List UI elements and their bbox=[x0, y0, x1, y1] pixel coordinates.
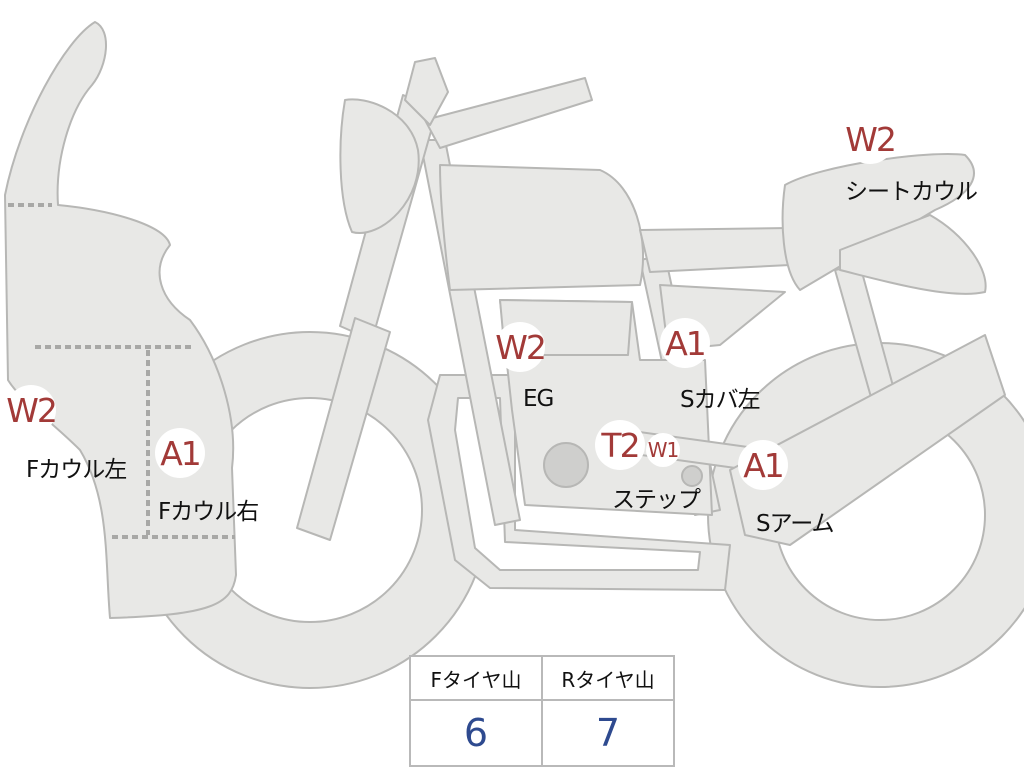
front-cowl-left-label: Fカウル左 bbox=[26, 457, 127, 483]
fuel-tank bbox=[439, 164, 644, 291]
tire-table-header-row: Fタイヤ山 Rタイヤ山 bbox=[409, 655, 675, 701]
footpeg bbox=[681, 465, 703, 487]
step-label: ステップ bbox=[612, 487, 701, 513]
engine-grade-marker: W2 bbox=[495, 322, 547, 372]
tire-tread-table: Fタイヤ山 Rタイヤ山 6 7 bbox=[409, 655, 675, 767]
seat-cowl-label: シートカウル bbox=[845, 179, 978, 205]
engine-label: EG bbox=[523, 386, 554, 412]
rear-fender bbox=[839, 214, 987, 295]
engine-cover bbox=[543, 442, 589, 488]
rear-tire-value: 7 bbox=[541, 699, 675, 767]
seat-cowl bbox=[781, 153, 975, 291]
rear-tire-header: Rタイヤ山 bbox=[541, 655, 675, 701]
front-cowl-left-grade-marker: W2 bbox=[6, 385, 58, 435]
tire-table-value-row: 6 7 bbox=[409, 699, 675, 767]
seat-cowl-grade-marker: W2 bbox=[845, 114, 897, 164]
front-tire-header: Fタイヤ山 bbox=[409, 655, 543, 701]
fork-lower bbox=[296, 317, 391, 541]
side-cover-left-label: Sカバ左 bbox=[680, 387, 761, 413]
swing-arm-grade-marker: A1 bbox=[738, 440, 788, 490]
seat bbox=[639, 227, 791, 273]
handlebar bbox=[424, 77, 593, 149]
swing-arm-label: Sアーム bbox=[756, 511, 835, 537]
front-cowl-right-label: Fカウル右 bbox=[158, 499, 259, 525]
front-tire-value: 6 bbox=[409, 699, 543, 767]
side-cover-left-grade-marker: A1 bbox=[660, 318, 710, 368]
step-grade-marker: T2 bbox=[595, 420, 645, 470]
step-sub-grade-marker: W1 bbox=[646, 433, 680, 467]
front-cowl bbox=[4, 21, 237, 619]
headlight bbox=[339, 98, 420, 235]
front-cowl-right-grade-marker: A1 bbox=[155, 428, 205, 478]
mirror-stem bbox=[404, 57, 449, 126]
swing-arm bbox=[729, 334, 1006, 546]
